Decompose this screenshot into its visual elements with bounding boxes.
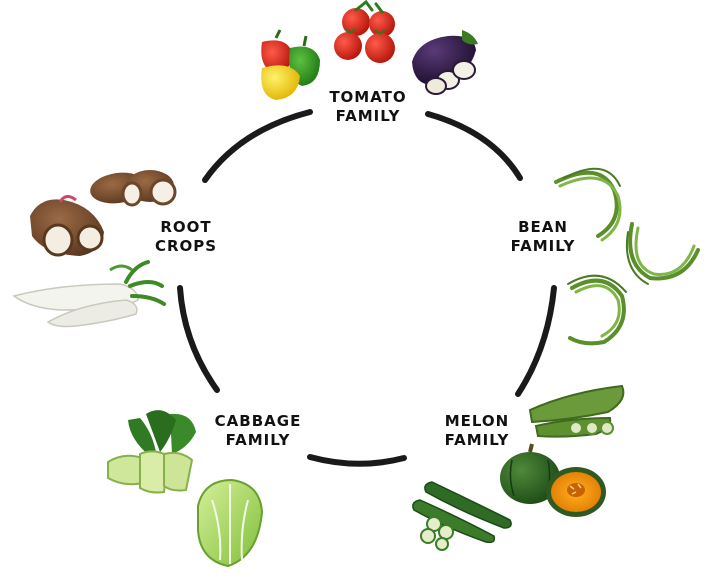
taro-icon bbox=[30, 196, 104, 256]
bitter-melon-icon bbox=[530, 386, 623, 437]
label-line: ROOT bbox=[146, 218, 226, 237]
melon-family-vegetables bbox=[413, 386, 624, 550]
label-line: FAMILY bbox=[208, 431, 308, 450]
rotation-cycle bbox=[180, 112, 554, 464]
arc-melon-to-cabbage bbox=[310, 457, 404, 464]
daikon-radish-icon bbox=[14, 262, 164, 327]
bean-family-vegetables bbox=[556, 169, 698, 344]
tomato-family-vegetables bbox=[261, 2, 478, 100]
bell-pepper-icon bbox=[261, 30, 320, 100]
long-bean-icon bbox=[568, 276, 626, 344]
label-line: TOMATO bbox=[318, 88, 418, 107]
bean-family-label: BEAN FAMILY bbox=[503, 218, 583, 256]
bok-choy-icon bbox=[108, 410, 196, 492]
melon-family-label: MELON FAMILY bbox=[432, 412, 522, 450]
label-line: FAMILY bbox=[432, 431, 522, 450]
eggplant-icon bbox=[412, 30, 478, 94]
arc-tomato-to-bean bbox=[428, 114, 520, 178]
long-bean-icon bbox=[627, 224, 698, 284]
taro-icon bbox=[88, 169, 175, 207]
root-crops-label: ROOT CROPS bbox=[146, 218, 226, 256]
label-line: FAMILY bbox=[318, 107, 418, 126]
label-line: FAMILY bbox=[503, 237, 583, 256]
label-line: BEAN bbox=[503, 218, 583, 237]
label-line: CABBAGE bbox=[208, 412, 308, 431]
cabbage-family-label: CABBAGE FAMILY bbox=[208, 412, 308, 450]
arc-root-to-tomato bbox=[205, 112, 310, 180]
arc-bean-to-melon bbox=[518, 288, 554, 394]
tomato-family-label: TOMATO FAMILY bbox=[318, 88, 418, 126]
cucumber-icon bbox=[413, 482, 511, 550]
tomato-icon bbox=[334, 2, 395, 63]
kabocha-squash-icon bbox=[500, 444, 606, 517]
label-line: CROPS bbox=[146, 237, 226, 256]
label-line: MELON bbox=[432, 412, 522, 431]
napa-cabbage-icon bbox=[198, 480, 262, 566]
arc-cabbage-to-root bbox=[180, 288, 217, 390]
